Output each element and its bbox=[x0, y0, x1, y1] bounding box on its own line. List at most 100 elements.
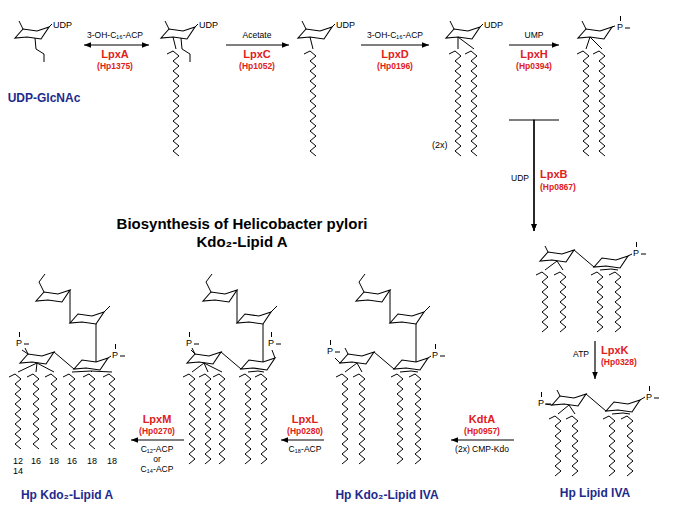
bond bbox=[248, 371, 258, 372]
bond bbox=[359, 274, 365, 282]
bond bbox=[24, 344, 29, 345]
reagent-label: ATP bbox=[573, 350, 589, 360]
bond bbox=[91, 371, 112, 372]
enzyme-label: LpxD bbox=[381, 48, 409, 61]
bond bbox=[165, 21, 169, 29]
acyl-chain bbox=[455, 51, 461, 156]
compound-name: Hp Kdo₂-Lipid IVA bbox=[335, 489, 438, 503]
bond bbox=[304, 51, 310, 54]
atom-label: UDP bbox=[484, 20, 503, 30]
bond bbox=[611, 269, 618, 270]
chain-length: 18 bbox=[87, 456, 97, 466]
bond bbox=[569, 405, 575, 414]
bond bbox=[330, 340, 331, 345]
acyl-chain bbox=[173, 51, 179, 156]
atom-label: P bbox=[112, 350, 118, 360]
molecule: PPHp Kdo₂-Lipid IVA bbox=[325, 278, 450, 505]
bond bbox=[63, 374, 69, 377]
sugar-ring bbox=[187, 352, 221, 364]
bond bbox=[22, 350, 28, 354]
gene-id: (Hp1375) bbox=[97, 62, 133, 72]
bond bbox=[609, 272, 615, 275]
bond bbox=[191, 350, 195, 354]
bond bbox=[435, 344, 436, 349]
bond bbox=[416, 324, 417, 362]
bond bbox=[541, 392, 542, 397]
acyl-chain bbox=[555, 416, 561, 476]
bond bbox=[557, 261, 563, 270]
sugar-ring bbox=[394, 358, 428, 370]
acyl-chain bbox=[471, 51, 477, 156]
atom-label: P bbox=[16, 338, 22, 348]
reagent-label: (2x) CMP-Kdo bbox=[455, 445, 509, 455]
chain-length: 18 bbox=[49, 456, 59, 466]
reagent-label: UMP bbox=[525, 31, 544, 41]
bond bbox=[336, 374, 342, 377]
acyl-chain bbox=[572, 416, 578, 476]
bond bbox=[115, 344, 116, 349]
bond bbox=[649, 386, 650, 391]
bond bbox=[621, 416, 627, 419]
acyl-chain bbox=[609, 416, 615, 476]
bond bbox=[237, 290, 238, 323]
bond bbox=[27, 374, 33, 377]
sugar-ring bbox=[298, 27, 332, 39]
chain-length: 16 bbox=[31, 456, 41, 466]
reaction-arrow bbox=[451, 439, 514, 440]
sugar-ring bbox=[594, 256, 628, 268]
bond bbox=[108, 356, 111, 358]
reagent-label: or bbox=[153, 455, 161, 465]
acyl-chain bbox=[627, 416, 633, 476]
bond bbox=[620, 16, 621, 21]
molecule: UDPUDP-GlcNAc bbox=[5, 5, 83, 110]
sugar-ring bbox=[390, 312, 424, 324]
bond bbox=[310, 37, 313, 49]
bond bbox=[335, 358, 340, 363]
acyl-chain bbox=[583, 51, 589, 156]
bond bbox=[557, 390, 560, 396]
bond bbox=[213, 374, 219, 377]
sugar-ring bbox=[161, 27, 195, 39]
bond bbox=[271, 332, 272, 337]
bond bbox=[181, 38, 182, 49]
bond bbox=[480, 24, 483, 27]
molecule: UDP bbox=[290, 5, 360, 170]
sugar-ring bbox=[74, 358, 108, 370]
bond bbox=[359, 282, 364, 292]
bond bbox=[536, 272, 542, 275]
bond bbox=[345, 348, 348, 354]
enzyme-label: LpxB bbox=[540, 168, 568, 181]
gene-id: (Hp1052) bbox=[239, 62, 275, 72]
chain-length: 18 bbox=[107, 456, 117, 466]
sugar-ring bbox=[70, 312, 104, 324]
bond bbox=[640, 397, 645, 400]
gene-id: (Hp0328) bbox=[601, 358, 637, 368]
bond bbox=[623, 413, 630, 414]
bond bbox=[44, 54, 45, 62]
atom-label: (2x) bbox=[432, 140, 448, 150]
bond bbox=[103, 374, 109, 377]
bond bbox=[263, 324, 264, 362]
bond bbox=[641, 254, 646, 255]
bond bbox=[357, 363, 362, 372]
bond bbox=[345, 363, 357, 372]
bond bbox=[272, 350, 275, 358]
bond bbox=[239, 374, 245, 377]
enzyme-label: LpxL bbox=[292, 413, 318, 426]
sugar-ring bbox=[578, 27, 612, 39]
acyl-chain bbox=[415, 374, 421, 464]
molecule: PP bbox=[185, 278, 280, 478]
acyl-chain bbox=[15, 374, 21, 449]
atom-label: P bbox=[432, 350, 438, 360]
sugar-ring bbox=[540, 250, 574, 262]
bond bbox=[582, 21, 586, 29]
bond bbox=[18, 363, 37, 372]
bond bbox=[182, 49, 190, 54]
atom-label: P bbox=[186, 338, 192, 348]
bond bbox=[409, 374, 415, 377]
bond bbox=[70, 290, 71, 323]
sugar-ring bbox=[203, 290, 237, 302]
chain-length: 16 bbox=[67, 456, 77, 466]
bond bbox=[636, 242, 637, 247]
reaction-arrow bbox=[361, 44, 429, 45]
